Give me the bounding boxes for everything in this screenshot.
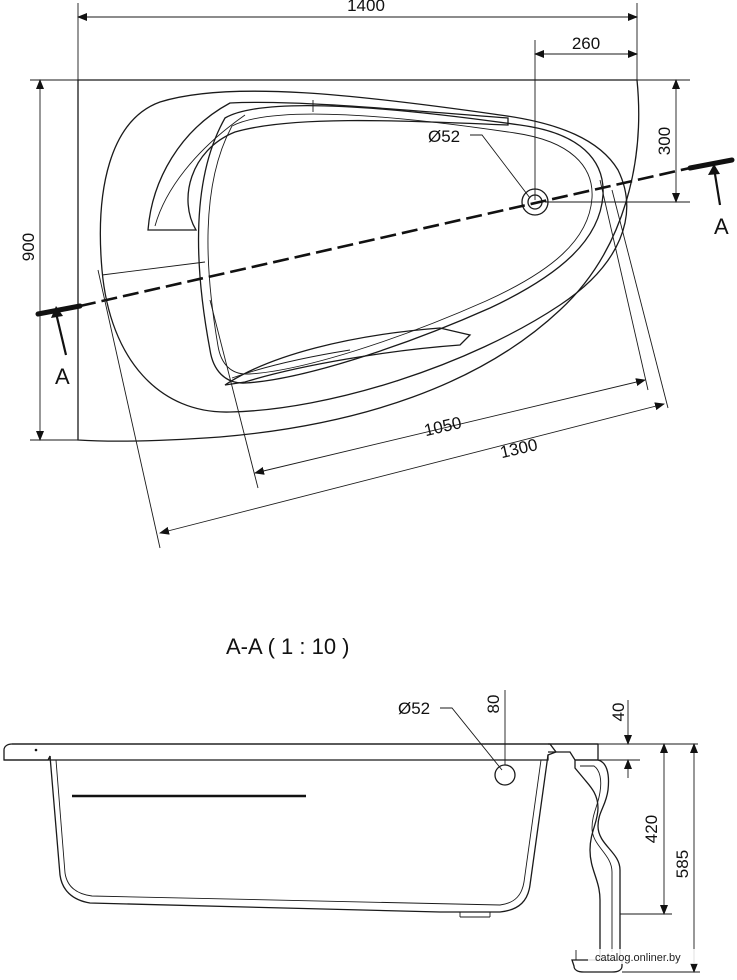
drain-diameter-label: Ø52 bbox=[428, 127, 460, 146]
section-drain-diameter-label: Ø52 bbox=[398, 699, 430, 718]
section-drain bbox=[494, 764, 516, 786]
section-mark-left: A bbox=[55, 364, 70, 389]
plan-view: 1400 260 900 300 Ø52 bbox=[19, 0, 735, 549]
dim-width-label: 900 bbox=[19, 233, 38, 261]
dim-total-height-label: 585 bbox=[673, 850, 692, 878]
drain-outer-ring bbox=[521, 188, 549, 216]
watermark: catalog.onliner.by bbox=[595, 952, 681, 964]
dim-leg-height-label: 420 bbox=[642, 815, 661, 843]
dim-rim-label: 40 bbox=[609, 703, 628, 722]
dim-drain-offset-label: 260 bbox=[572, 34, 600, 53]
section-title: A-A ( 1 : 10 ) bbox=[226, 634, 350, 659]
dim-drain-height-label: 80 bbox=[484, 695, 503, 714]
dim-drain-from-top-label: 300 bbox=[655, 127, 674, 155]
section-view: Ø52 80 40 420 585 bbox=[3, 690, 700, 973]
section-mark-right: A bbox=[714, 214, 729, 239]
dim-inner-length-label: 1050 bbox=[422, 413, 463, 440]
dim-length-label: 1400 bbox=[347, 0, 385, 15]
dim-diag-length-label: 1300 bbox=[498, 435, 539, 462]
